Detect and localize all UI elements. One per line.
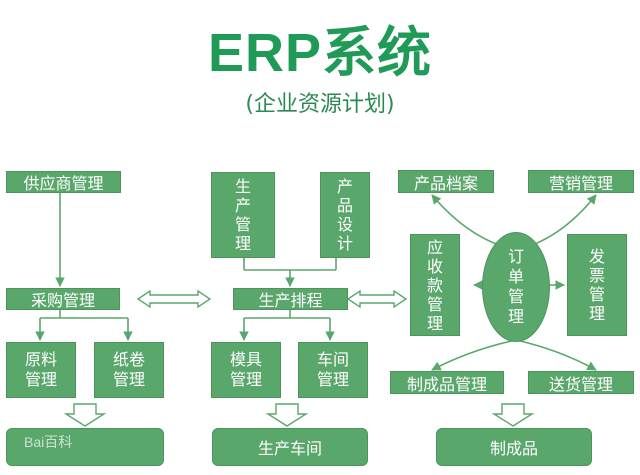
- double-arrow-schedule-orders: [346, 289, 408, 309]
- production-mgmt-label: 生产管理: [235, 177, 252, 253]
- finished-goods-output-box: 制成品: [436, 428, 592, 466]
- page-subtitle: (企业资源计划): [245, 92, 395, 117]
- production-mgmt-box: 生产管理: [211, 172, 275, 258]
- purchase-mgmt-box: 采购管理: [6, 288, 120, 310]
- workshop-mgmt-box: 车间管理: [298, 342, 368, 398]
- mold-mgmt-label: 模具管理: [229, 350, 262, 389]
- warehouse-output-box: [6, 428, 164, 466]
- down-arrow-middle: [265, 403, 309, 427]
- order-mgmt-label: 订单管理: [508, 247, 525, 326]
- page-title: ERP系统: [207, 23, 433, 83]
- supplier-mgmt-box: 供应商管理: [6, 171, 121, 193]
- invoice-mgmt-box: 发票管理: [567, 234, 627, 336]
- paper-roll-label: 纸卷管理: [112, 350, 145, 389]
- workshop-output-box: 生产车间: [212, 428, 368, 466]
- production-schedule-box: 生产排程: [233, 288, 348, 310]
- receivables-mgmt-label: 应收款管理: [427, 237, 444, 333]
- product-design-label: 产品设计: [337, 177, 354, 253]
- invoice-mgmt-label: 发票管理: [589, 247, 606, 323]
- finished-goods-mgmt-box: 制成品管理: [390, 371, 504, 394]
- arrow-order-to-finished: [431, 339, 517, 371]
- product-design-box: 产品设计: [320, 172, 370, 258]
- down-arrow-left: [63, 403, 107, 427]
- delivery-mgmt-box: 送货管理: [528, 371, 634, 394]
- baike-watermark: Bai百科: [24, 434, 73, 450]
- down-arrow-right: [491, 403, 535, 427]
- arrow-order-to-delivery: [515, 339, 597, 371]
- marketing-mgmt-box: 营销管理: [528, 170, 634, 193]
- raw-material-label: 原料管理: [24, 350, 57, 389]
- product-archive-box: 产品档案: [398, 170, 494, 193]
- raw-material-box: 原料管理: [6, 342, 76, 398]
- workshop-mgmt-label: 车间管理: [316, 350, 349, 389]
- mold-mgmt-box: 模具管理: [211, 342, 281, 398]
- receivables-mgmt-box: 应收款管理: [410, 234, 460, 336]
- paper-roll-box: 纸卷管理: [94, 342, 164, 398]
- double-arrow-purchase-schedule: [136, 289, 212, 309]
- order-mgmt-oval: 订单管理: [482, 232, 550, 342]
